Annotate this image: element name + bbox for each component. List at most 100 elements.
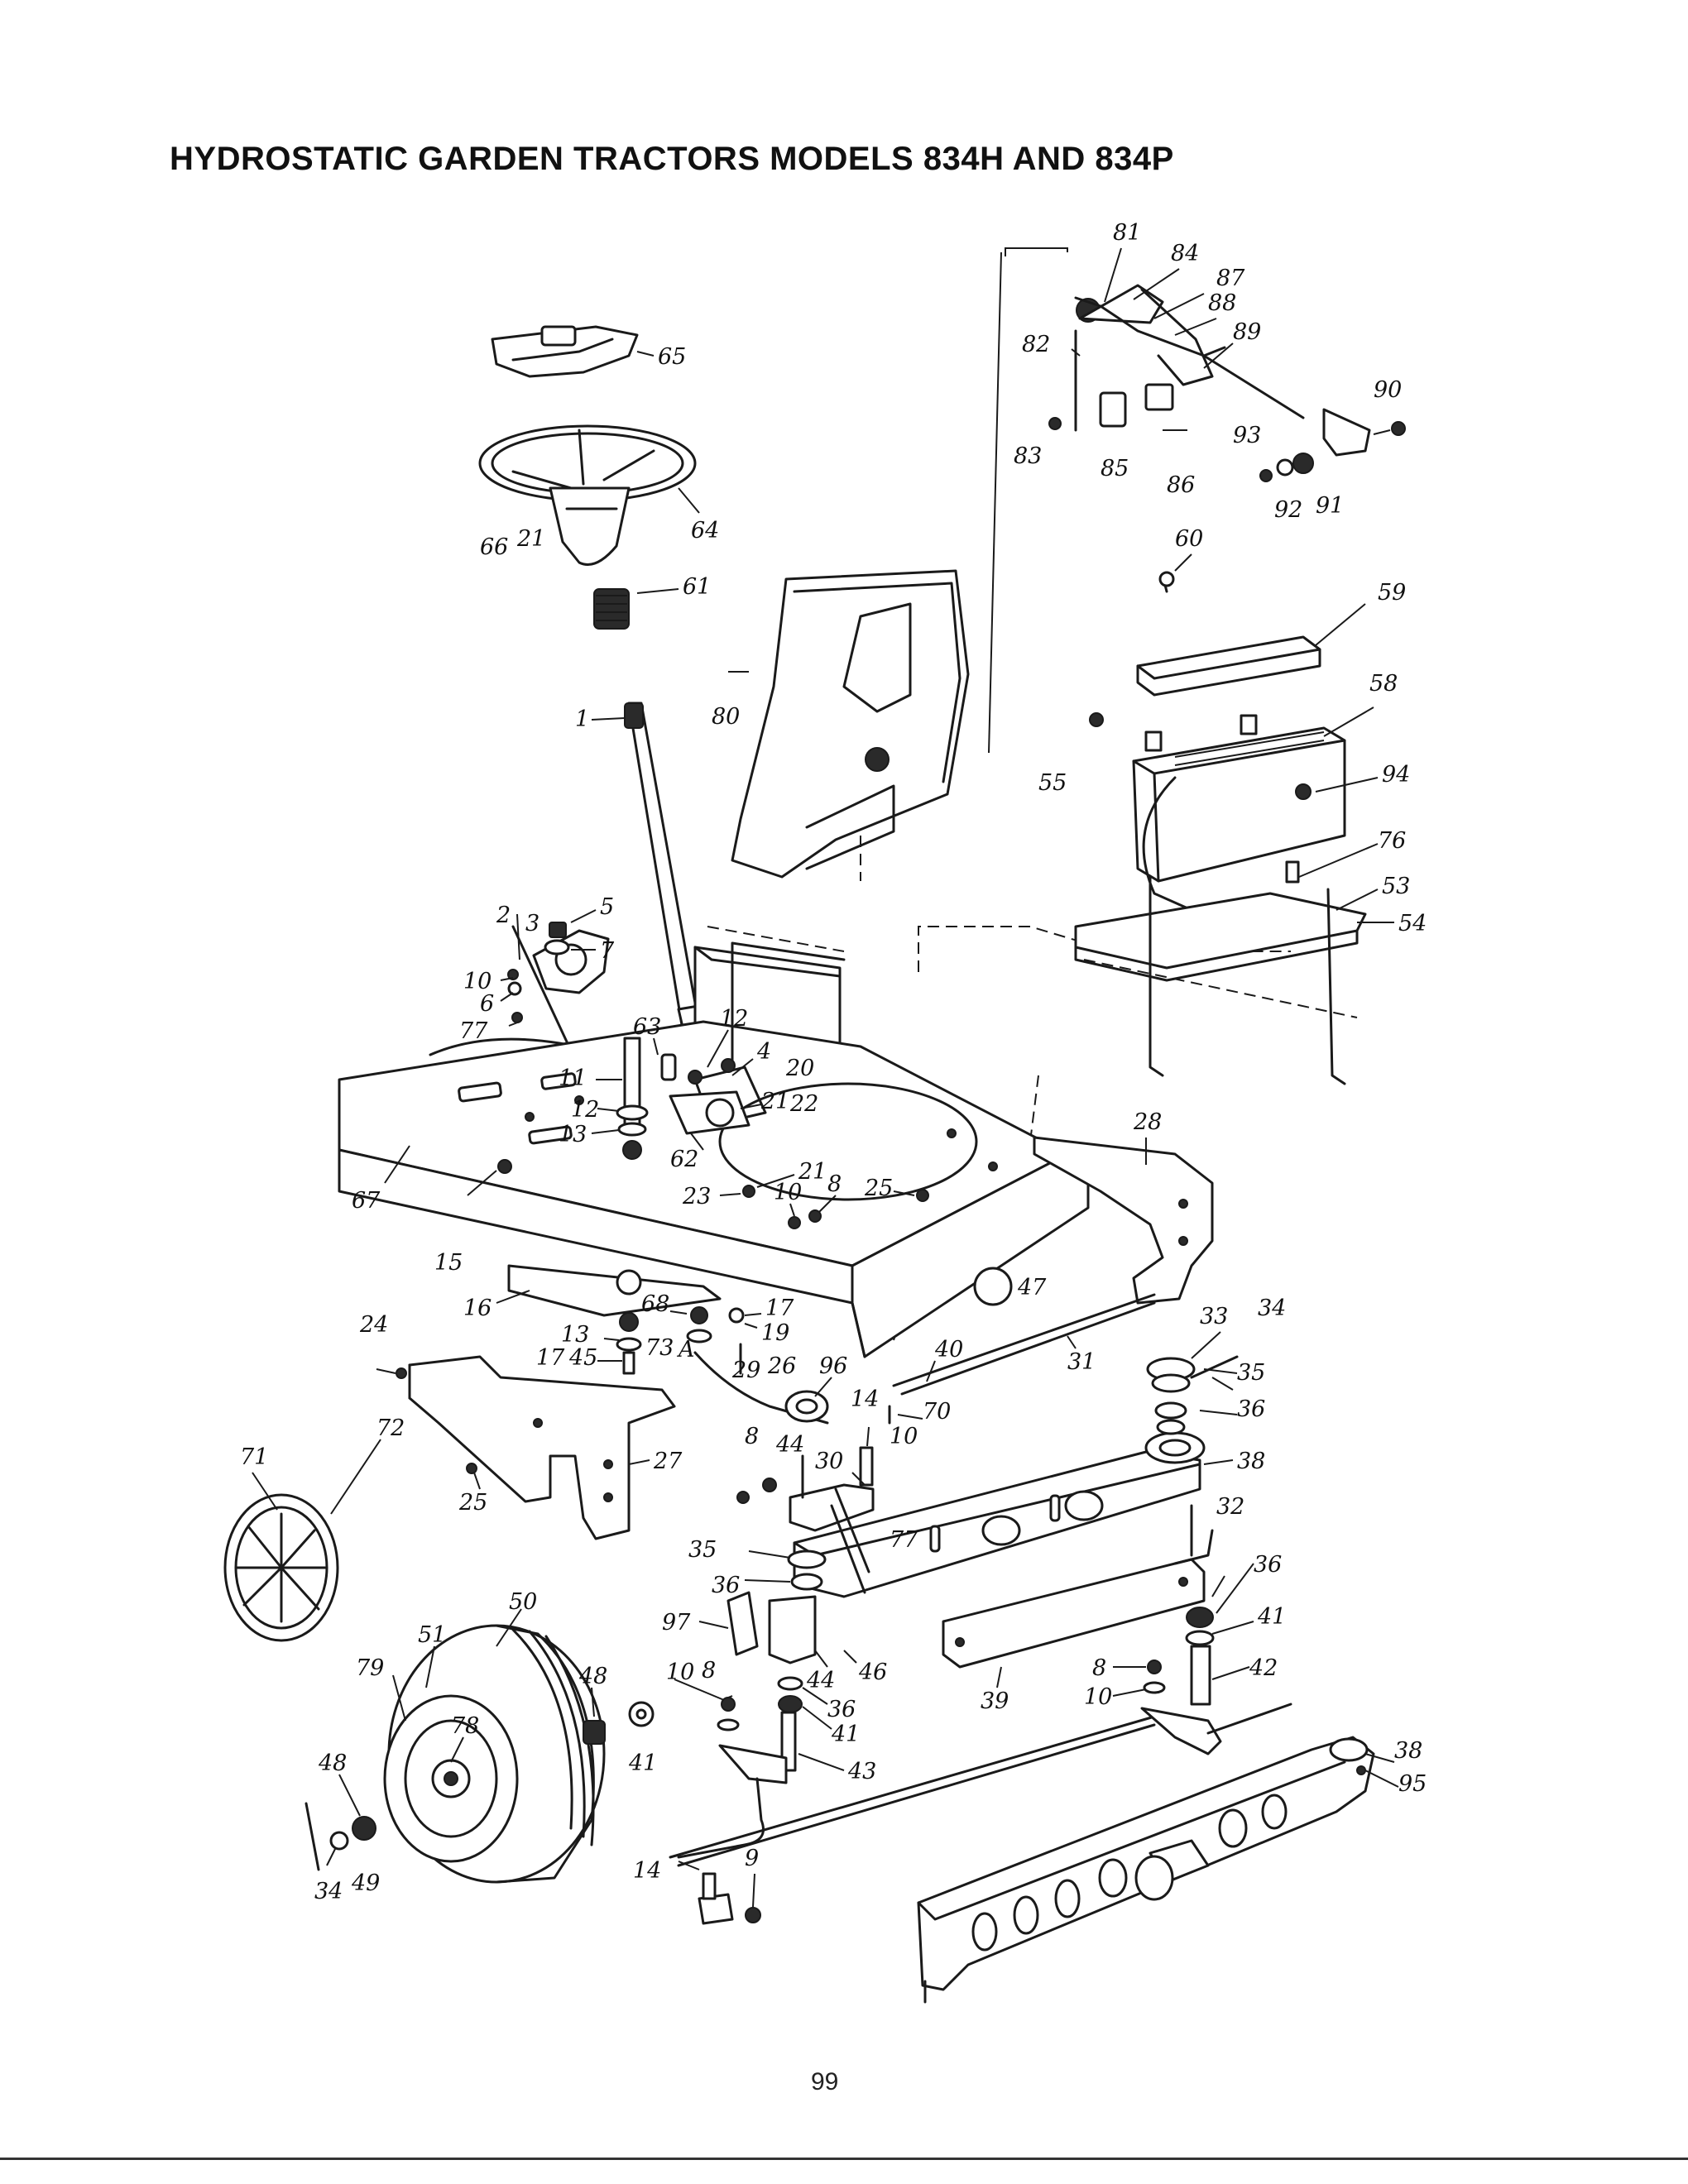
callout-55: 55: [1038, 770, 1067, 796]
callout-73: 73: [645, 1335, 674, 1361]
callout-9: 9: [745, 1846, 759, 1871]
callout-20: 20: [785, 1056, 814, 1081]
seat-65: [491, 325, 655, 378]
callout-24: 24: [359, 1312, 388, 1338]
callout-32: 32: [1216, 1494, 1244, 1520]
throttle-assembly: [1048, 247, 1406, 482]
callout-8: 8: [745, 1424, 759, 1449]
callout-12: 12: [720, 1006, 748, 1032]
frame-bolts: [719, 1174, 929, 1229]
callout-91: 91: [1316, 493, 1344, 519]
callout-1: 1: [575, 706, 589, 732]
callout-30: 30: [815, 1449, 843, 1474]
callout-89: 89: [1233, 319, 1261, 345]
left-spindle: [674, 1487, 870, 1925]
axle-bracket-27: [376, 1355, 676, 1540]
callout-66: 66: [480, 534, 508, 560]
callout-25: 25: [458, 1490, 487, 1516]
front-tire: [383, 1608, 606, 1884]
callout-42: 42: [1249, 1655, 1278, 1681]
axle-plate-39: [942, 1558, 1206, 1688]
callout-13: 13: [561, 1322, 589, 1348]
axle-hardware: [597, 1306, 762, 1375]
callout-14: 14: [633, 1858, 661, 1884]
callout-4: 4: [756, 1039, 771, 1065]
callout-72: 72: [376, 1415, 405, 1441]
callout-92: 92: [1274, 497, 1302, 523]
callout-88: 88: [1208, 290, 1236, 316]
callout-3: 3: [525, 911, 539, 936]
wheel-hardware: [305, 1687, 655, 1871]
callout-82: 82: [1022, 332, 1050, 357]
callout-85: 85: [1101, 456, 1129, 481]
right-spindle: [1112, 1331, 1292, 1755]
callout-77: 77: [890, 1527, 918, 1553]
callout-17: 17: [765, 1296, 794, 1321]
callout-87: 87: [1216, 266, 1245, 291]
page-number: 99: [811, 2068, 839, 2095]
front-plate-16: [467, 1159, 722, 1317]
steering-wheel: [478, 424, 700, 566]
callout-49: 49: [351, 1870, 380, 1896]
callout-77: 77: [459, 1018, 488, 1044]
page-title: HYDROSTATIC GARDEN TRACTORS MODELS 834H …: [170, 141, 1174, 177]
callout-70: 70: [923, 1399, 951, 1425]
callout-93: 93: [1233, 423, 1261, 448]
callout-51: 51: [418, 1622, 446, 1648]
callout-50: 50: [509, 1589, 537, 1615]
callout-86: 86: [1167, 472, 1195, 498]
callout-34: 34: [314, 1879, 343, 1904]
callout-41: 41: [831, 1722, 860, 1747]
callout-38: 38: [1394, 1738, 1422, 1764]
callout-17: 17: [536, 1345, 565, 1371]
callout-96: 96: [819, 1353, 847, 1379]
main-frame: [338, 941, 1090, 1358]
callout-71: 71: [240, 1444, 268, 1470]
callout-34: 34: [1258, 1296, 1286, 1321]
callout-11: 11: [559, 1066, 587, 1091]
callout-80: 80: [712, 704, 740, 730]
callout-21: 21: [760, 1089, 789, 1114]
callout-36: 36: [827, 1697, 856, 1722]
callout-79: 79: [356, 1655, 384, 1681]
callout-54: 54: [1398, 911, 1427, 936]
callout-44: 44: [806, 1668, 835, 1693]
callout-94: 94: [1382, 762, 1410, 788]
callout-53: 53: [1382, 874, 1410, 899]
callout-65: 65: [658, 344, 686, 370]
callout-6: 6: [480, 991, 494, 1017]
callout-29: 29: [731, 1358, 760, 1383]
callout-43: 43: [847, 1759, 876, 1784]
callout-10: 10: [666, 1660, 694, 1685]
callout-33: 33: [1200, 1304, 1228, 1329]
battery: [1089, 706, 1379, 912]
callout-47: 47: [1017, 1275, 1047, 1300]
callout-26: 26: [767, 1353, 796, 1379]
callout-10: 10: [1084, 1684, 1112, 1710]
callout-67: 67: [352, 1188, 381, 1214]
callout-81: 81: [1113, 220, 1141, 246]
callout-40: 40: [934, 1337, 963, 1363]
callout-13: 13: [559, 1122, 587, 1147]
callout-36: 36: [712, 1573, 740, 1598]
callout-5: 5: [600, 894, 614, 920]
callout-14: 14: [851, 1387, 879, 1412]
callout-45: 45: [568, 1345, 597, 1371]
callout-8: 8: [827, 1171, 842, 1197]
callout-95: 95: [1398, 1771, 1427, 1797]
callout-76: 76: [1378, 828, 1406, 854]
callout-90: 90: [1374, 377, 1402, 403]
callout-83: 83: [1014, 443, 1042, 469]
callout-31: 31: [1067, 1349, 1096, 1375]
callout-63: 63: [633, 1014, 661, 1040]
callout-36: 36: [1237, 1396, 1265, 1422]
callout-59: 59: [1378, 580, 1406, 606]
hubcap: [223, 1439, 381, 1642]
pedal-hardware: [429, 909, 610, 1056]
dash-panel: [728, 569, 970, 879]
callout-21: 21: [516, 526, 545, 552]
steering-gear: [591, 1029, 762, 1160]
callout-48: 48: [318, 1751, 347, 1776]
callout-39: 39: [981, 1688, 1009, 1714]
